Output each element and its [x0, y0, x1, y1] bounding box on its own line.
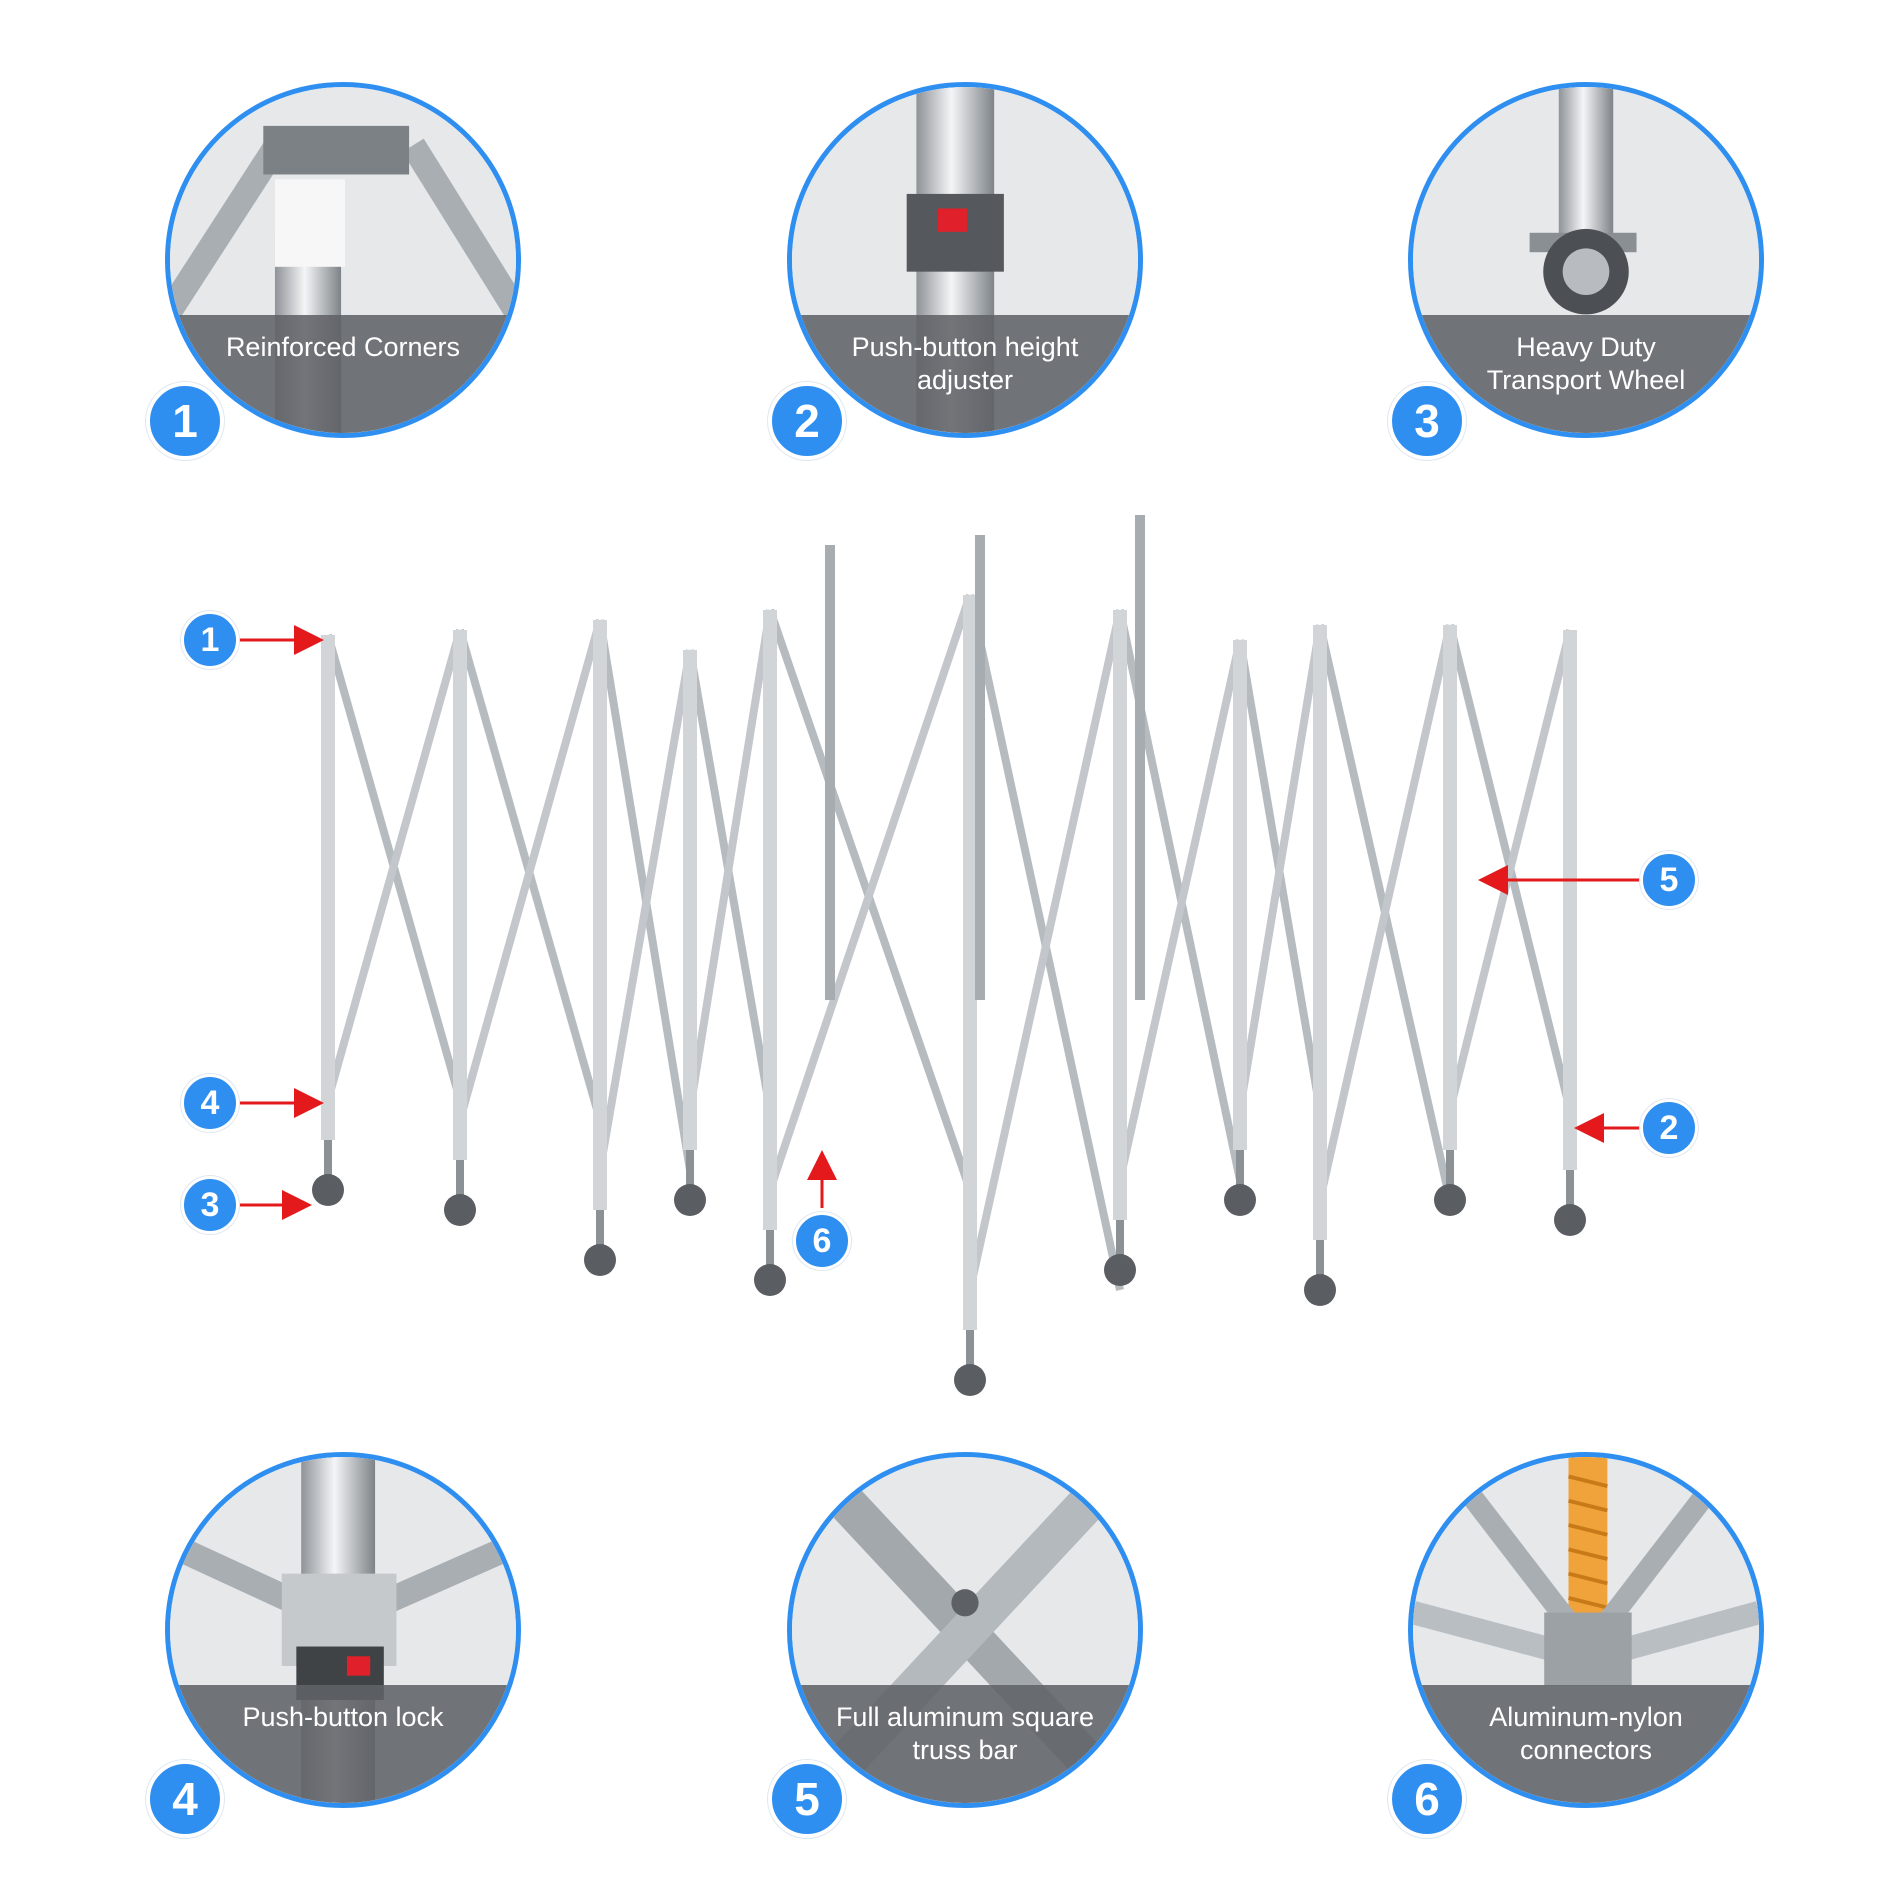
detail-nylon-connectors: Aluminum-nylon connectors	[1408, 1452, 1764, 1808]
feature-number-badge: 4	[146, 1760, 224, 1838]
truss-bar	[324, 628, 464, 1102]
caster-wheel	[1554, 1204, 1586, 1236]
caption-line: Full aluminum square	[835, 1702, 1095, 1732]
callout-badge: 3	[181, 1176, 239, 1234]
caption-line: Aluminum-nylon	[1489, 1702, 1683, 1732]
caption-line: truss bar	[912, 1735, 1018, 1765]
caster-wheel	[754, 1264, 786, 1296]
detail-push-button-lock: Push-button lock	[165, 1452, 521, 1808]
truss-bar	[1236, 624, 1324, 1111]
callout-badge: 4	[181, 1074, 239, 1132]
truss-bar	[766, 593, 974, 1192]
caster-wheel	[1434, 1184, 1466, 1216]
caption-line: adjuster	[916, 365, 1014, 395]
feature-number-badge: 2	[768, 382, 846, 460]
feature-number-badge: 6	[1388, 1760, 1466, 1838]
detail-reinforced-corners: Reinforced Corners	[165, 82, 521, 438]
truss-bar	[1116, 639, 1244, 1181]
detail-height-adjuster: Push-button height adjuster	[787, 82, 1143, 438]
caster-wheel	[444, 1194, 476, 1226]
caption-line: Reinforced Corners	[225, 332, 461, 362]
truss-bar	[1316, 624, 1454, 1201]
caption-line: Transport Wheel	[1486, 365, 1686, 395]
caster-wheel	[674, 1184, 706, 1216]
truss-bar	[1446, 629, 1574, 1111]
truss-bar	[456, 618, 604, 1122]
caster-wheel	[1224, 1184, 1256, 1216]
callout-badge: 6	[793, 1212, 851, 1270]
truss-bar	[686, 609, 774, 1111]
caster-wheel	[1104, 1254, 1136, 1286]
caption-line: Push-button lock	[242, 1702, 444, 1732]
truss-bar	[596, 649, 694, 1171]
callout-badge: 1	[181, 611, 239, 669]
feature-number-badge: 5	[768, 1760, 846, 1838]
caption-line: Push-button height	[851, 332, 1079, 362]
callout-badge: 5	[1640, 851, 1698, 909]
feature-number-badge: 3	[1388, 382, 1466, 460]
callout-badge: 2	[1640, 1099, 1698, 1157]
truss-bar	[966, 609, 1124, 1291]
caption-line: connectors	[1519, 1735, 1653, 1765]
detail-transport-wheel: Heavy Duty Transport Wheel	[1408, 82, 1764, 438]
feature-number-badge: 1	[146, 382, 224, 460]
caption-line: Heavy Duty	[1516, 332, 1656, 362]
caster-wheel	[584, 1244, 616, 1276]
caster-wheel	[954, 1364, 986, 1396]
detail-truss-bar: Full aluminum square truss bar	[787, 1452, 1143, 1808]
caster-wheel	[1304, 1274, 1336, 1306]
caster-wheel	[312, 1174, 344, 1206]
